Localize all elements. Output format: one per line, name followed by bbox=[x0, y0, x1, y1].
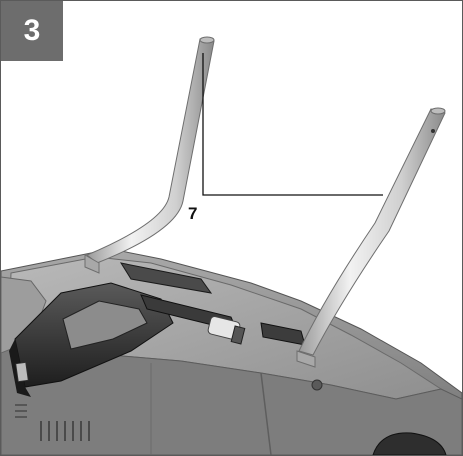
handle-tube-left bbox=[84, 36, 215, 274]
callout-leader-line bbox=[202, 53, 383, 196]
handle-tube-right bbox=[296, 107, 446, 368]
callout-label-7: 7 bbox=[188, 204, 198, 223]
step-number-badge: 3 bbox=[1, 1, 63, 61]
cable-roller bbox=[119, 262, 306, 346]
carry-handle bbox=[9, 282, 174, 397]
